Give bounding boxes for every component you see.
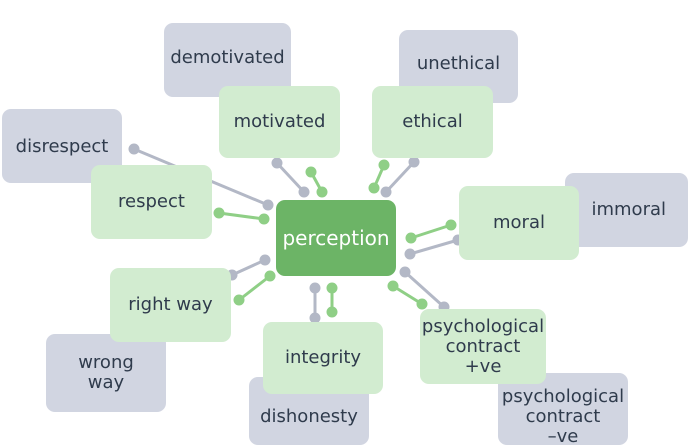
node-immoral: immoral	[565, 173, 688, 247]
node-right-way: right way	[110, 268, 231, 342]
connector-respect	[218, 211, 265, 221]
node-integrity: integrity	[263, 322, 383, 394]
node-psych-neg: psychological contract –ve	[498, 373, 628, 447]
node-motivated: motivated	[219, 86, 340, 158]
node-ethical: ethical	[372, 86, 493, 158]
node-wrong-way: wrong way	[46, 334, 166, 412]
node-respect: respect	[91, 165, 212, 239]
connector-psych-neg	[403, 270, 446, 309]
connector-right-way	[238, 274, 271, 302]
node-psych-pos: psychological contract +ve	[420, 309, 546, 384]
connector-unethical	[384, 160, 416, 194]
node-moral: moral	[459, 186, 579, 260]
node-perception: perception	[276, 200, 396, 276]
connector-immoral	[409, 238, 459, 256]
node-demotivated: demotivated	[164, 23, 291, 97]
connector-demotivated	[275, 161, 306, 194]
connector-psych-pos	[392, 284, 423, 306]
connector-moral	[410, 223, 452, 240]
positive-connectors	[213, 159, 457, 318]
connector-wrong-way	[231, 258, 266, 277]
